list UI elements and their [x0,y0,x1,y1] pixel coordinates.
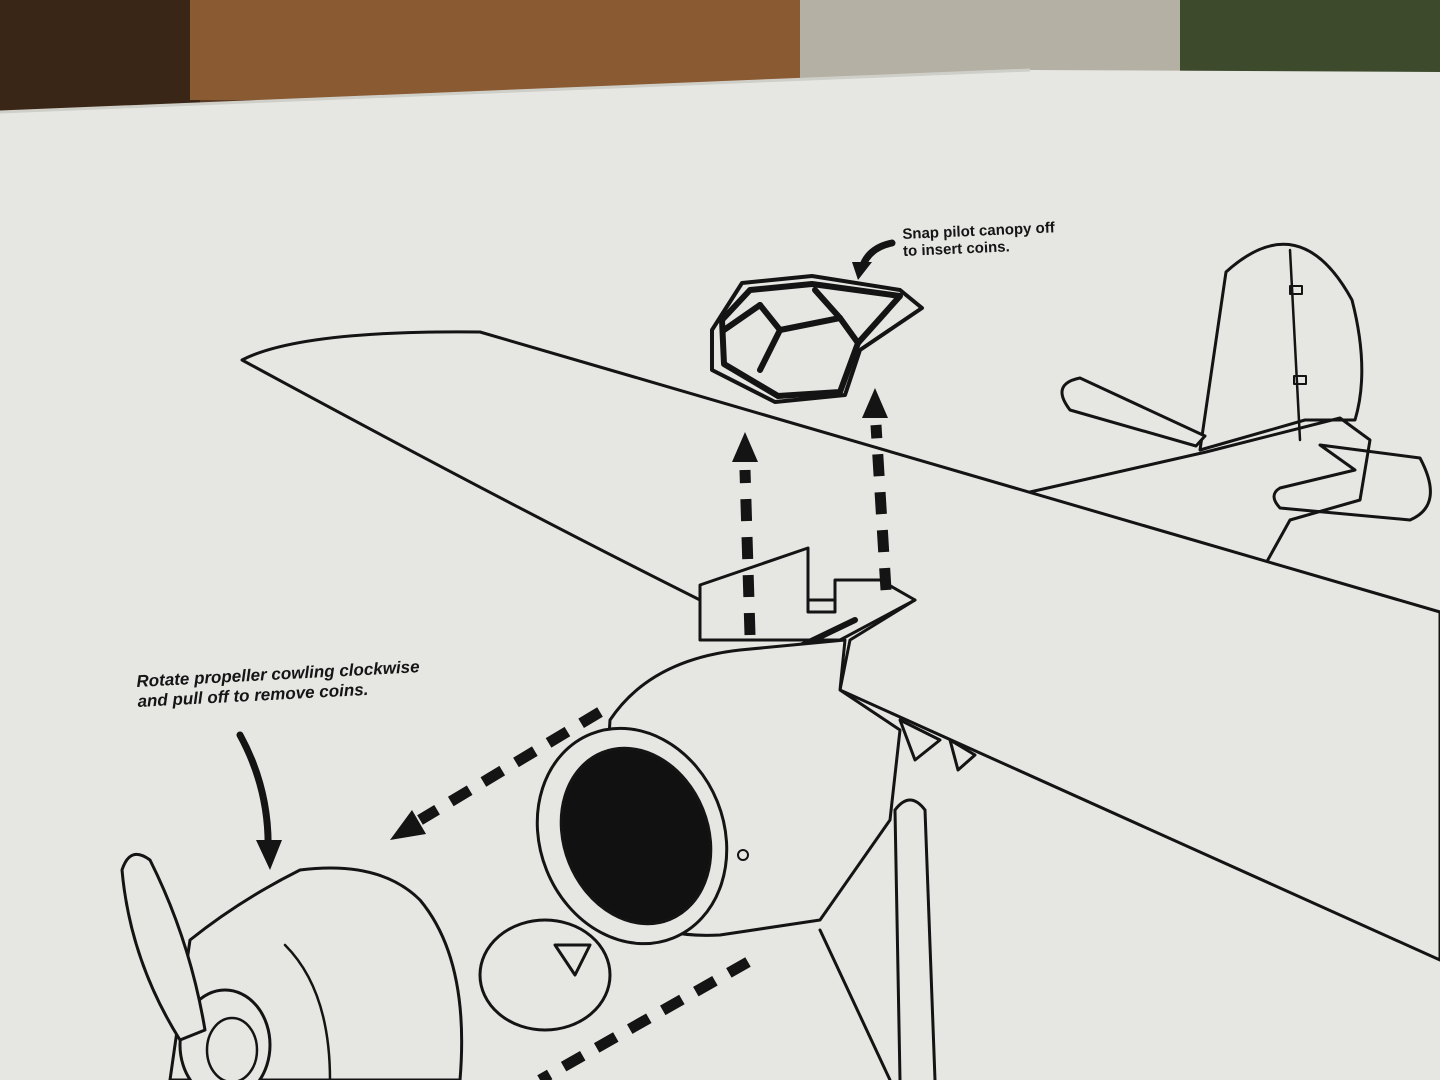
background-plant [1180,0,1440,80]
rudder-hinge-tab-2 [1293,375,1307,385]
canopy-instruction: Snap pilot canopy off to insert coins. [902,219,1056,260]
wing-tab-2 [948,738,977,772]
left-stabilizer [1060,376,1207,448]
canopy-arrow-left-head [732,432,758,462]
cowl-screw-hole [737,849,749,861]
propeller-blade [120,852,207,1042]
landing-gear-strut [893,798,937,1080]
right-stabilizer [1272,443,1432,522]
canopy-callout-arrowhead [852,262,872,280]
cowl-ring-inner [559,746,713,926]
canopy-arrow-right-shaft [870,424,892,591]
cowling-callout-arrowhead [256,840,282,870]
cowling-callout-arrow [236,731,272,856]
rudder-hinge-tab-1 [1289,285,1303,295]
canopy-frames [719,281,903,399]
cowling-arrow-lower-shaft [537,957,751,1080]
background-box-left [0,0,200,115]
canopy-arrow-right-head [862,388,888,418]
rudder-hinge [1288,248,1302,442]
rear-fuselage [1028,416,1372,612]
wing-tab [898,718,942,762]
tail-fin [1198,242,1364,452]
left-wheel-spat [478,918,612,1032]
propeller-hub-inner [205,1016,259,1080]
cowling-seam [283,943,332,1080]
gear-brace [818,928,892,1080]
cowling-arrow-head [390,810,426,840]
paper-edge [0,68,1031,114]
canopy-arrow-left-shaft [739,469,756,636]
wheel-bracket [553,943,592,977]
